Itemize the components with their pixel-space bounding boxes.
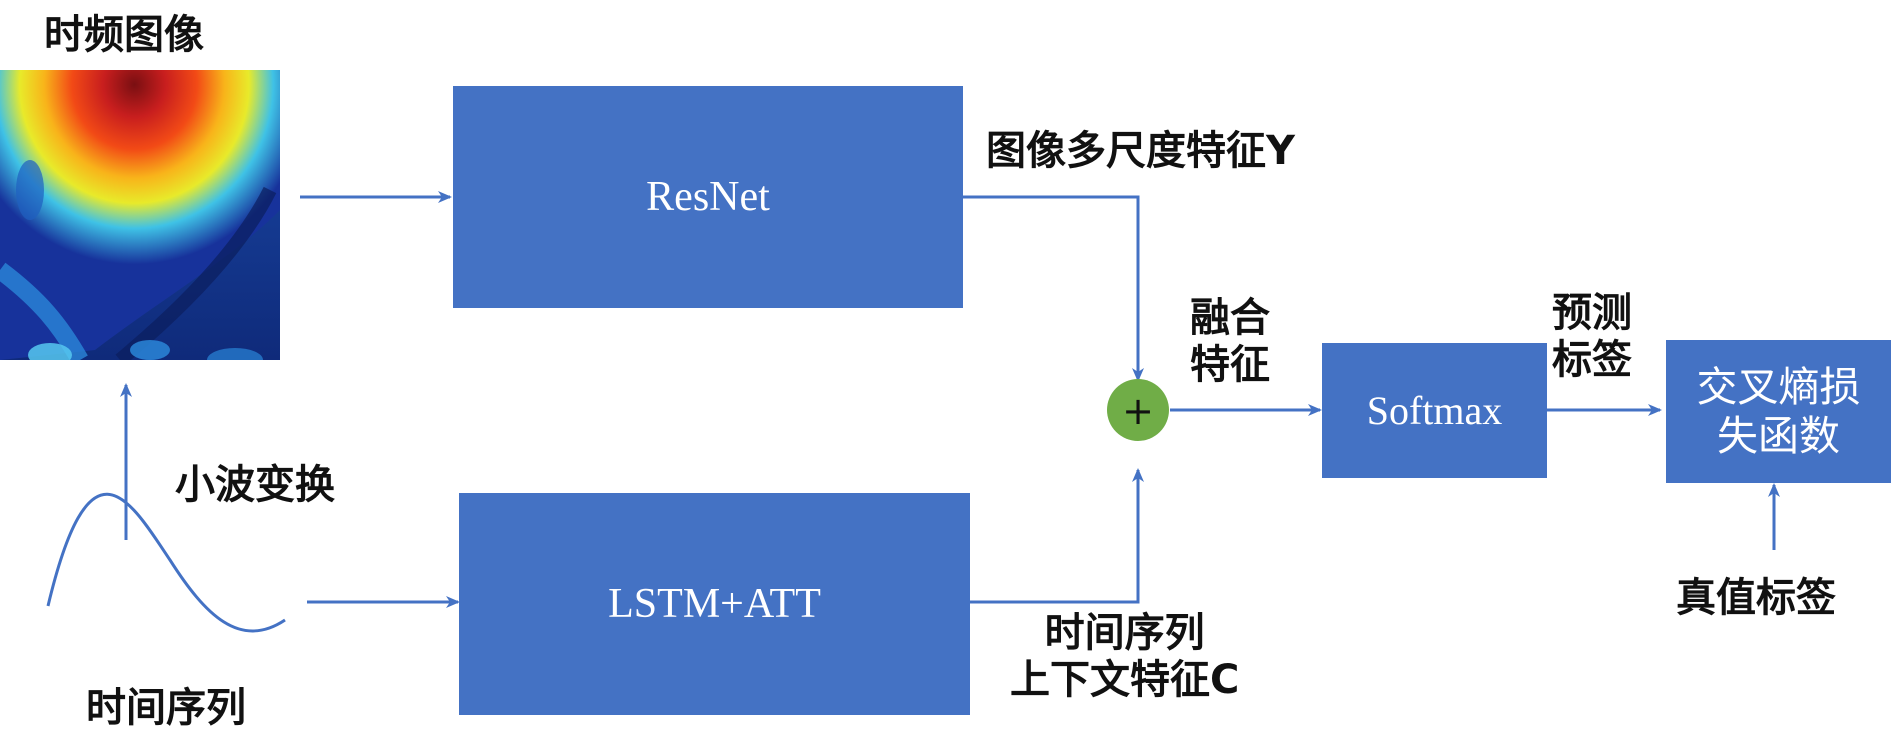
softmax-block: Softmax [1322,343,1547,478]
predict-line-1: 预测 [1552,290,1632,336]
image-multiscale-feature-label: 图像多尺度特征Y [986,128,1295,174]
ground-truth-label: 真值标签 [1676,575,1836,621]
lstm-att-label: LSTM+ATT [608,581,821,627]
context-line-1: 时间序列 [1044,610,1205,656]
resnet-label: ResNet [646,174,770,220]
fusion-line-1: 融合 [1190,295,1270,341]
wavelet-transform-label: 小波变换 [175,462,335,508]
plus-symbol: + [1122,389,1154,433]
time-frequency-image-label: 时频图像 [44,12,204,58]
fusion-line-2: 特征 [1190,342,1270,389]
loss-line-1: 交叉熵损 [1696,363,1861,412]
loss-function-text: 交叉熵损 失函数 [1697,363,1861,460]
sine-wave-icon [46,492,286,633]
fusion-feature-label: 融合 特征 [1190,295,1270,389]
predicted-label-label: 预测 标签 [1552,290,1632,384]
resnet-block: ResNet [453,86,963,308]
predict-line-2: 标签 [1552,337,1632,384]
arrow-resnet-to-merge [963,195,1144,382]
softmax-label: Softmax [1366,388,1503,433]
arrow-lstm-to-merge [970,468,1144,604]
plus-circle-icon [1107,379,1169,441]
time-series-label: 时间序列 [86,685,246,731]
context-line-2: 上下文特征C [1010,657,1240,704]
time-frequency-heatmap-icon [0,70,280,360]
loss-function-block: 交叉熵损 失函数 [1666,340,1891,483]
loss-line-2: 失函数 [1717,411,1840,460]
context-feature-label: 时间序列 上下文特征C [1010,610,1239,704]
lstm-att-block: LSTM+ATT [459,493,970,715]
